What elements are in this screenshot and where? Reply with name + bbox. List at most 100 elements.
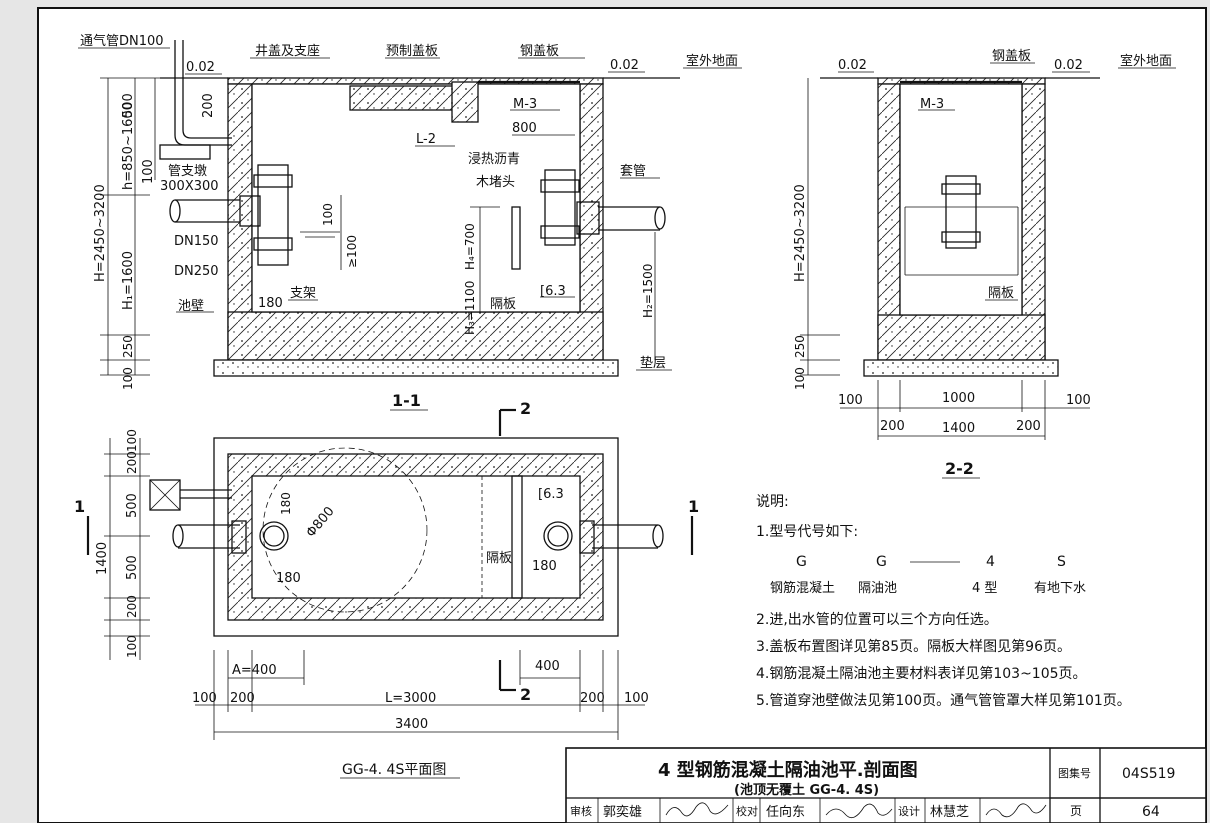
plan-r180b: 180 xyxy=(276,571,301,586)
dim-100-v: 100 xyxy=(321,203,335,226)
review-label: 审核 xyxy=(570,804,592,818)
section-1-1-labels: 通气管DN100 0.02 井盖及支座 预制盖板 钢盖板 0.02 室外地面 5… xyxy=(80,33,738,410)
review-name: 郭奕雄 xyxy=(603,804,642,820)
dim-w200r: 200 xyxy=(1016,419,1041,434)
plan-dim-100: 100 xyxy=(125,429,139,452)
label-m3-22: M-3 xyxy=(920,97,944,112)
plan-b100r: 100 xyxy=(624,691,649,706)
label-lvl-left-11: 0.02 xyxy=(186,60,215,75)
cut1-right: 1 xyxy=(688,497,699,516)
plan-A: A=400 xyxy=(232,663,277,678)
drawing-subtitle: (池顶无覆土 GG-4. 4S) xyxy=(734,782,879,798)
label-c63-11: [6.3 xyxy=(540,284,566,299)
dim-H-range-11: H=2450~3200 xyxy=(93,184,108,282)
label-steel-22: 钢盖板 xyxy=(992,49,1031,64)
meaning-1: 钢筋混凝土 xyxy=(770,580,835,596)
dim-200-11: 200 xyxy=(201,93,216,118)
note-2: 2.进,出水管的位置可以三个方向任选。 xyxy=(756,612,998,628)
plan-title: GG-4. 4S平面图 xyxy=(342,762,446,778)
section-2-2-labels: 0.02 钢盖板 0.02 室外地面 M-3 H=2450~3200 隔板 25… xyxy=(793,49,1172,478)
dim-H1: H₁=1600 xyxy=(121,251,136,310)
atlas-label: 图集号 xyxy=(1058,766,1091,780)
dim-w100r: 100 xyxy=(1066,393,1091,408)
plan-r180a: 180 xyxy=(279,492,293,515)
notes-heading: 说明: xyxy=(756,494,789,510)
dim-H2: H₂=1500 xyxy=(641,264,655,318)
design-name: 林慧芝 xyxy=(930,804,969,820)
dim-w200l: 200 xyxy=(880,419,905,434)
plan-b200r: 200 xyxy=(580,691,605,706)
label-vent: 通气管DN100 xyxy=(80,33,164,49)
label-l2: L-2 xyxy=(416,132,436,147)
meaning-4: 有地下水 xyxy=(1034,581,1086,596)
label-plug: 木堵头 xyxy=(476,175,515,190)
dim-H-range-22: H=2450~3200 xyxy=(793,184,808,282)
label-dn150: DN150 xyxy=(174,234,219,249)
dim-w1400: 1400 xyxy=(942,421,975,436)
label-steel-11: 钢盖板 xyxy=(520,44,559,59)
code-2: G xyxy=(876,554,887,570)
meaning-2: 隔油池 xyxy=(858,581,897,596)
design-label: 设计 xyxy=(898,805,920,818)
dim-500-11: 500 xyxy=(121,93,136,118)
plan-dim-100b: 100 xyxy=(125,635,139,658)
label-partition-11: 隔板 xyxy=(490,297,516,312)
check-label: 校对 xyxy=(736,804,758,818)
dim-180-11: 180 xyxy=(258,296,283,311)
plan-dim-500b: 500 xyxy=(125,555,140,580)
signature-review xyxy=(665,802,729,817)
code-3: 4 xyxy=(986,554,995,570)
label-asphalt: 浸热沥青 xyxy=(468,152,520,167)
section-label-22: 2-2 xyxy=(945,459,974,478)
plan-dim-500: 500 xyxy=(125,493,140,518)
atlas-no: 04S519 xyxy=(1122,766,1175,782)
plan-L: L=3000 xyxy=(385,691,436,706)
drawing-title: 4 型钢筋混凝土隔油池平.剖面图 xyxy=(658,759,918,781)
label-lvl-right-11: 0.02 xyxy=(610,58,639,73)
plan-dim-1400: 1400 xyxy=(95,542,110,575)
label-lvl-right-22: 0.02 xyxy=(1054,58,1083,73)
label-support: 支架 xyxy=(290,286,316,301)
check-name: 任向东 xyxy=(766,804,805,820)
plan-b3400: 3400 xyxy=(395,717,428,732)
plan-r180c: 180 xyxy=(532,559,557,574)
dim-100-11: 100 xyxy=(141,159,156,184)
label-bedding: 垫层 xyxy=(640,355,666,371)
cut2-top: 2 xyxy=(520,399,531,418)
code-1: G xyxy=(796,554,807,570)
dim-h-range: h=850~1600 xyxy=(121,102,136,190)
plan-partition: 隔板 xyxy=(486,551,512,566)
dim-100-22: 100 xyxy=(793,367,807,390)
note-5: 5.管道穿池壁做法见第100页。通气管管罩大样见第101页。 xyxy=(756,692,1131,709)
label-pier-size: 300X300 xyxy=(160,179,219,194)
plan-b200l: 200 xyxy=(230,691,255,706)
plan-dim-200b: 200 xyxy=(125,595,139,618)
label-wall: 池壁 xyxy=(178,299,204,314)
dim-100b-11: 100 xyxy=(121,367,135,390)
plan-400: 400 xyxy=(535,659,560,674)
label-m3-11: M-3 xyxy=(513,97,537,112)
note-4: 4.钢筋混凝土隔油池主要材料表详见第103~105页。 xyxy=(756,665,1087,682)
cut1-left: 1 xyxy=(74,497,85,516)
label-lvl-left-22: 0.02 xyxy=(838,58,867,73)
label-precast: 预制盖板 xyxy=(386,44,438,59)
label-ground-22: 室外地面 xyxy=(1120,53,1172,69)
notes: 说明: 1.型号代号如下: G G 4 S 钢筋混凝土 隔油池 4 型 有地下水… xyxy=(756,494,1131,709)
signature-design xyxy=(985,803,1047,818)
dim-w1000: 1000 xyxy=(942,391,975,406)
dim-800-11: 800 xyxy=(512,121,537,136)
plan-c63: [6.3 xyxy=(538,487,564,502)
plan-dim-200: 200 xyxy=(125,451,139,474)
dim-250-11: 250 xyxy=(121,335,135,358)
dim-ge100: ≥100 xyxy=(345,235,359,268)
dim-w100l: 100 xyxy=(838,393,863,408)
plan-view xyxy=(86,408,694,779)
cut2-bottom: 2 xyxy=(520,685,531,704)
section-label-11: 1-1 xyxy=(392,391,421,410)
label-ground-11: 室外地面 xyxy=(686,53,738,69)
meaning-3: 4 型 xyxy=(972,581,997,596)
page-label: 页 xyxy=(1070,804,1082,818)
dim-H3: H₃=1100 xyxy=(463,281,477,335)
